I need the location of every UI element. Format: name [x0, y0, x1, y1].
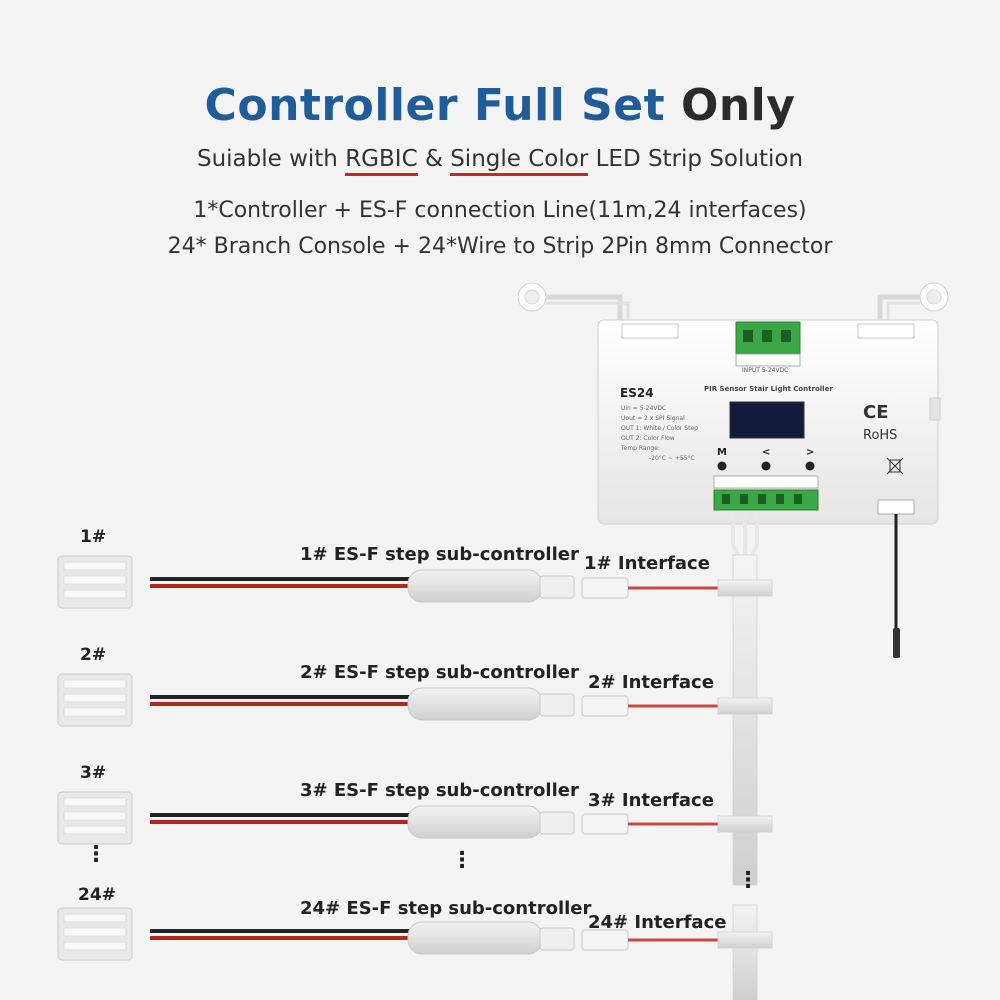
rohs-mark: RoHS	[863, 428, 898, 443]
branch-3-graphic	[57, 791, 773, 845]
package-line-1: 1*Controller + ES-F connection Line(11m,…	[193, 198, 807, 223]
subtitle-single-color: Single Color	[450, 146, 589, 176]
title-dark-text: Only	[680, 80, 796, 131]
controller-box	[597, 319, 941, 525]
spec-line: Uout = 2 x SPI Signal	[621, 415, 685, 422]
button-right[interactable]	[805, 459, 815, 473]
controller-specs: Uin = 5-24VDC Uout = 2 x SPI Signal OUT …	[621, 404, 698, 464]
controller-name: PIR Sensor Stair Light Controller	[704, 385, 833, 393]
branch-1-graphic	[57, 555, 773, 609]
ce-mark: CE	[863, 402, 889, 423]
ellipsis-left-icon: ⋮	[85, 842, 107, 867]
branch-24-number: 24#	[78, 885, 116, 905]
button-left-label: <	[762, 447, 771, 458]
branch-2-number: 2#	[80, 645, 107, 665]
branch-1-interface: 1# Interface	[584, 553, 710, 574]
branch-2-interface: 2# Interface	[588, 672, 714, 693]
ellipsis-right-icon: ⋮	[737, 868, 759, 893]
pir-sensor-left	[517, 282, 630, 322]
spec-line: OUT 2: Color Flow	[621, 435, 675, 442]
spec-line: OUT 1: White / Color Step	[621, 425, 698, 432]
title-blue-text: Controller Full Set	[204, 80, 666, 131]
branch-2-label: 2# ES-F step sub-controller	[300, 662, 579, 683]
ellipsis-middle-icon: ⋮	[451, 848, 473, 873]
spec-line: Temp Range:	[621, 445, 660, 452]
button-m-label: M	[717, 447, 727, 458]
branch-24-interface: 24# Interface	[588, 912, 727, 933]
page-title: Controller Full Set Only	[0, 80, 1000, 131]
branch-3-number: 3#	[80, 763, 107, 783]
controller-input-label: INPUT 5-24VDC	[742, 367, 789, 374]
button-left[interactable]	[761, 459, 771, 473]
subtitle: Suiable with RGBIC & Single Color LED St…	[0, 146, 1000, 176]
spec-line: -20°C ~ +55°C	[649, 455, 695, 462]
branch-3-label: 3# ES-F step sub-controller	[300, 780, 579, 801]
subtitle-suffix: LED Strip Solution	[588, 146, 804, 172]
package-line-2: 24* Branch Console + 24*Wire to Strip 2P…	[167, 234, 833, 259]
pir-sensor-right	[877, 282, 949, 322]
spec-line: Uin = 5-24VDC	[621, 405, 667, 412]
controller-model: ES24	[620, 386, 654, 400]
branch-24-graphic	[57, 907, 773, 961]
button-right-label: >	[806, 447, 815, 458]
subtitle-rgbic: RGBIC	[345, 146, 418, 176]
branch-2-graphic	[57, 673, 773, 727]
branch-24-label: 24# ES-F step sub-controller	[300, 898, 592, 919]
button-m[interactable]	[717, 459, 727, 473]
subtitle-prefix: Suiable with	[196, 146, 346, 172]
branch-1-label: 1# ES-F step sub-controller	[300, 544, 579, 565]
branch-1-number: 1#	[80, 527, 107, 547]
branch-3-interface: 3# Interface	[588, 790, 714, 811]
subtitle-amp: &	[417, 146, 451, 172]
